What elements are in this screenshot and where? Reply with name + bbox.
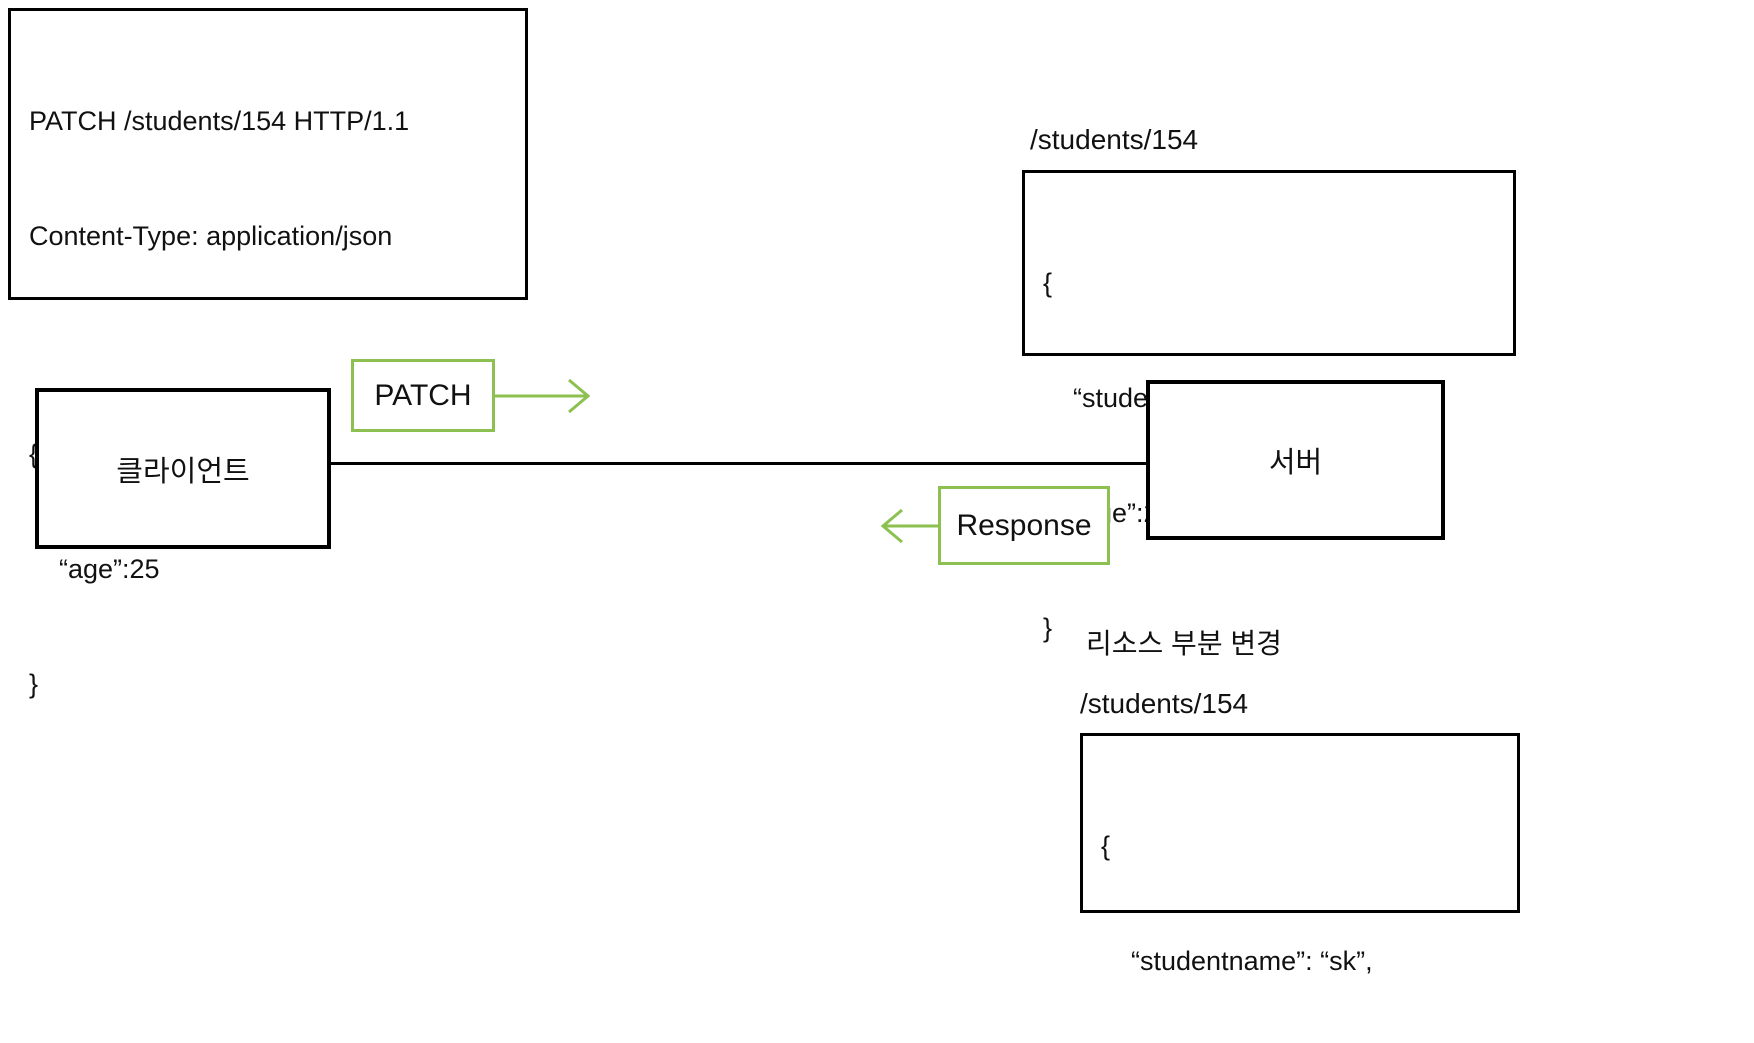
resource-after-path-label: /students/154 xyxy=(1080,688,1249,719)
request-method-label: PATCH xyxy=(351,359,495,432)
response-label: Response xyxy=(938,486,1110,565)
resource-after-line-1: “studentname”: “sk”, xyxy=(1101,945,1373,976)
response-arrow-svg xyxy=(880,508,942,544)
request-line-1: Content-Type: application/json xyxy=(29,220,393,251)
client-node-label: 클라이언트 xyxy=(116,455,250,488)
resource-before-path-label: /students/154 xyxy=(1030,124,1199,155)
resource-after-caption: 리소스 부분 변경 xyxy=(1086,628,1282,659)
request-method-text: PATCH xyxy=(374,378,472,412)
request-line-0: PATCH /students/154 HTTP/1.1 xyxy=(29,105,410,136)
request-arrow xyxy=(495,372,595,420)
client-node: 클라이언트 xyxy=(35,388,331,549)
request-arrow-svg xyxy=(495,378,591,414)
response-arrow xyxy=(880,502,942,550)
request-line-3: { xyxy=(29,439,39,470)
resource-before-line-0: { xyxy=(1043,267,1053,298)
client-server-connector xyxy=(330,462,1148,465)
request-line-blank xyxy=(29,332,507,359)
response-label-text: Response xyxy=(956,508,1092,542)
resource-after-line-0: { xyxy=(1101,830,1111,861)
resource-after-box: { “studentname”: “sk”, “age”:25 } xyxy=(1080,733,1520,976)
http-request-box: PATCH /students/154 HTTP/1.1 Content-Typ… xyxy=(8,8,528,699)
resource-before-box: { “studentname”: “sk”, “age”:20 } xyxy=(1022,170,1516,643)
request-line-4: “age”:25 xyxy=(29,554,160,585)
request-line-5: } xyxy=(29,669,39,700)
server-node: 서버 xyxy=(1146,380,1445,540)
server-node-label: 서버 xyxy=(1268,447,1323,479)
resource-before-line-3: } xyxy=(1043,612,1053,643)
